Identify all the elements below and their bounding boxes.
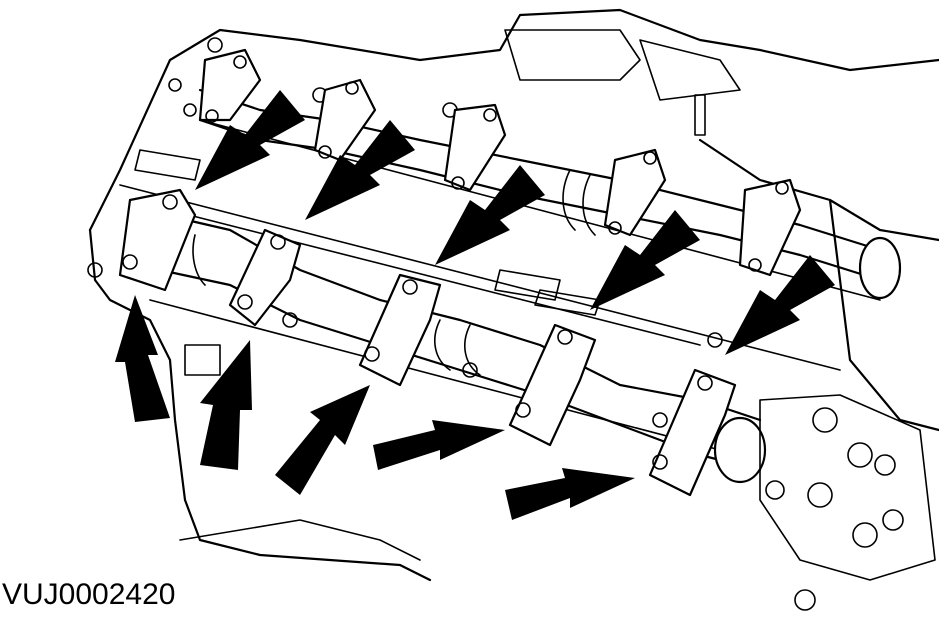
arrow-down-left-icon [195,90,305,190]
lower-camshaft [118,188,767,497]
arrow-right-icon [373,420,505,470]
arrow-up-icon [200,340,252,470]
upper-camshaft [168,48,902,300]
arrow-down-left-icon [590,210,700,310]
cylinder-head-outline [87,8,939,582]
arrow-down-left-icon [305,120,415,220]
arrow-down-left-icon [435,165,545,265]
side-bosses [759,394,936,611]
figure-reference-code: VUJ0002420 [2,578,176,611]
upper-arrows [195,90,835,355]
arrow-up-icon [115,295,170,422]
lower-arrows [115,295,635,520]
arrow-up-right-icon [275,385,370,495]
arrow-down-left-icon [725,255,835,355]
arrow-right-icon [505,468,635,520]
